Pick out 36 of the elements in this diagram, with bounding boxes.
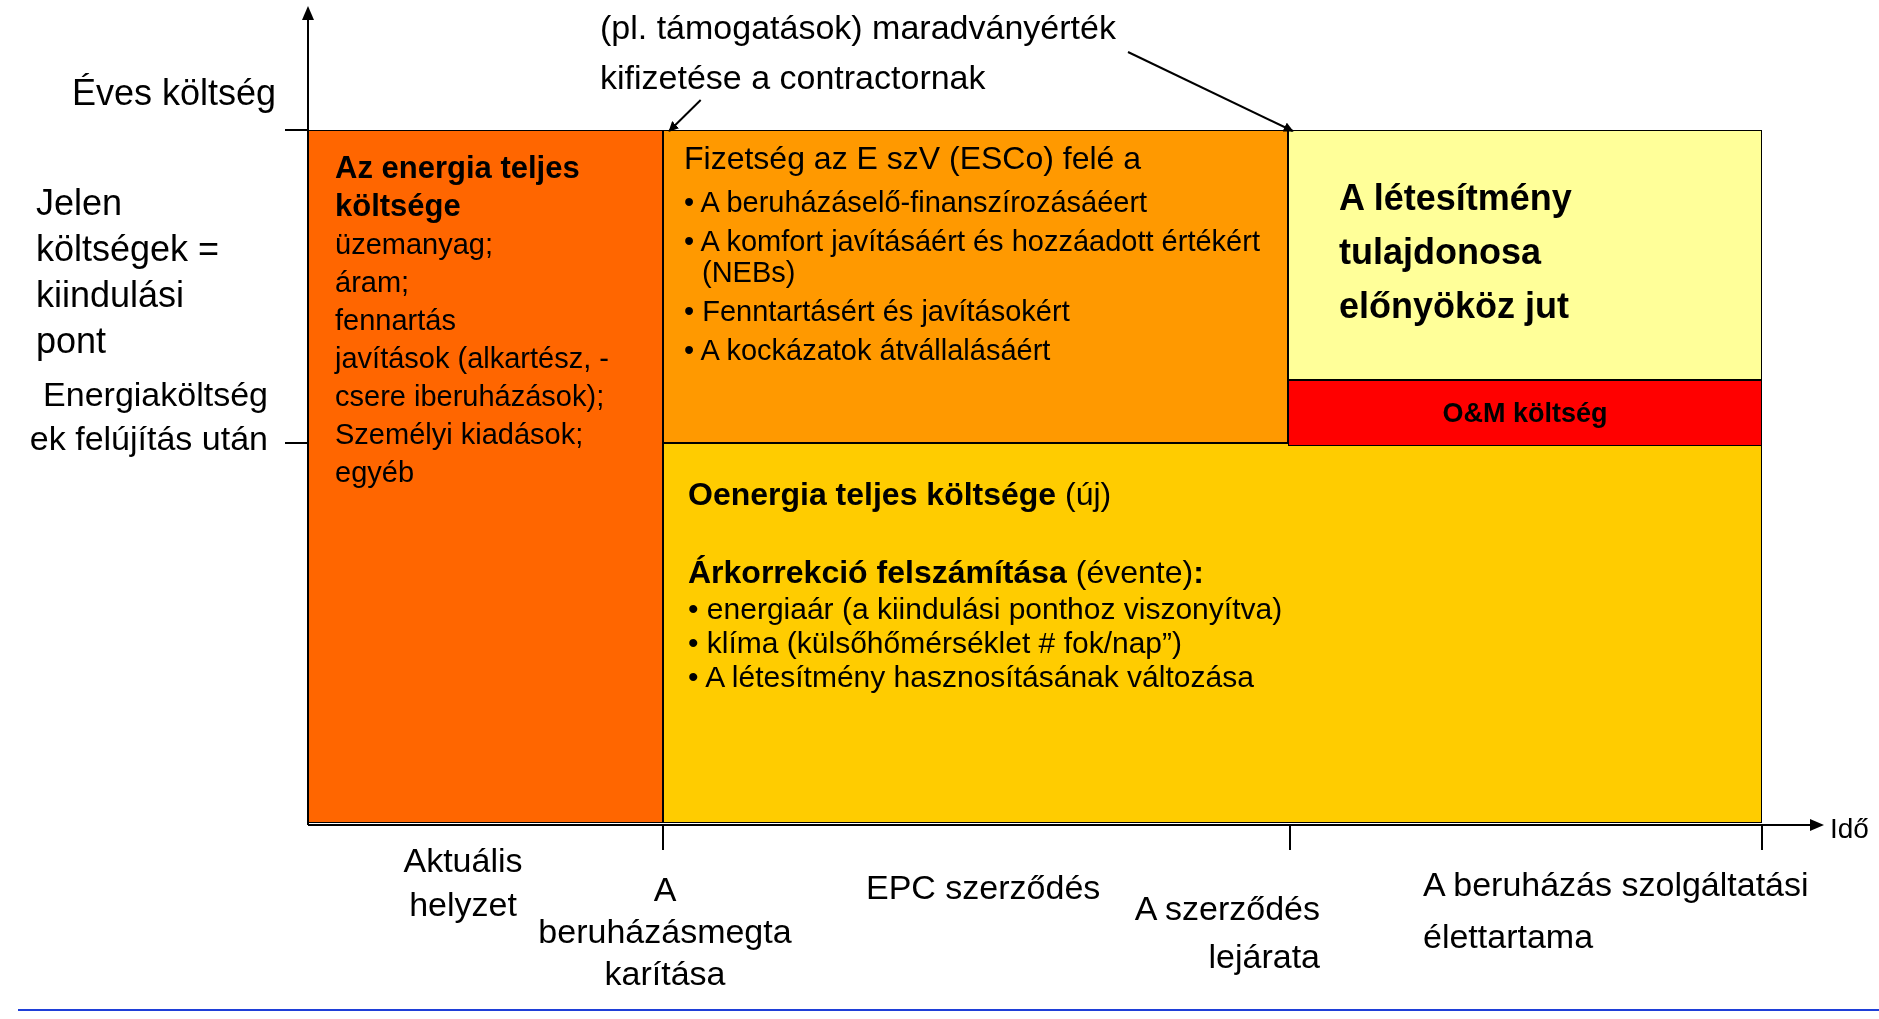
om-cost-block [1288, 380, 1762, 446]
block-heading: Fizetség az E szV (ESCo) felé a [684, 139, 1143, 178]
block-text: A létesítmény tulajdonosa előnyököz jut [1339, 176, 1573, 328]
block-text: O&M költség [1442, 396, 1608, 430]
cost-item: egyéb [335, 455, 415, 490]
new-cost-block [663, 443, 1762, 823]
bullet-item: • klíma (külsőhőmérséklet # fok/nap”) [688, 626, 1184, 660]
cost-item: javítások (alkartész, -csere iberuházások); [335, 341, 610, 414]
bullet-item: • A komfort javításáért és hozzáadott értékért (NEBs) [684, 226, 1261, 288]
axis-label: Idő [1830, 812, 1870, 846]
cost-item: üzemanyag; [335, 227, 494, 262]
block-heading: Árkorrekció felszámítása (évente): [688, 553, 1205, 592]
axis-label: Éves költség [72, 71, 278, 115]
arrow [1127, 51, 1294, 132]
axis-label: Jelen költségek = kiindulási pont [36, 181, 221, 363]
axis-label: A beruházásmegta karítása [537, 869, 793, 994]
bullet-item: • A létesítmény hasznosításának változása [688, 660, 1255, 694]
cost-block [308, 130, 663, 823]
cost-item: áram; [335, 265, 411, 300]
axis-label: A beruházás szolgáltatási élettartama [1423, 864, 1810, 957]
bullet-item: • A kockázatok átvállalásáért [684, 335, 1052, 366]
axis-label: A szerződés lejárata [1133, 888, 1320, 977]
block-heading: Oenergia teljes költsége (új) [688, 475, 1113, 514]
cost-item: Személyi kiadások; [335, 417, 585, 452]
axis-label: Energiaköltség ek felújítás után [28, 374, 268, 459]
benefit-block [1288, 130, 1762, 380]
axis-label: Aktuális helyzet [402, 840, 524, 925]
arrow [668, 99, 702, 132]
block-heading: Az energia teljes költsége [335, 149, 581, 225]
cost-item: fennartás [335, 303, 457, 338]
axis-label: EPC szerződés [866, 867, 1102, 908]
note-text: (pl. támogatások) maradványérték kifizetése a contractornak [600, 7, 1117, 98]
bullet-item: • A beruházáselő-finanszírozásáéert [684, 187, 1149, 218]
bullet-item: • energiaár (a kiindulási ponthoz viszonyítva) [688, 592, 1284, 626]
payment-block [663, 130, 1288, 443]
bullet-item: • Fenntartásért és javításokért [684, 296, 1071, 327]
